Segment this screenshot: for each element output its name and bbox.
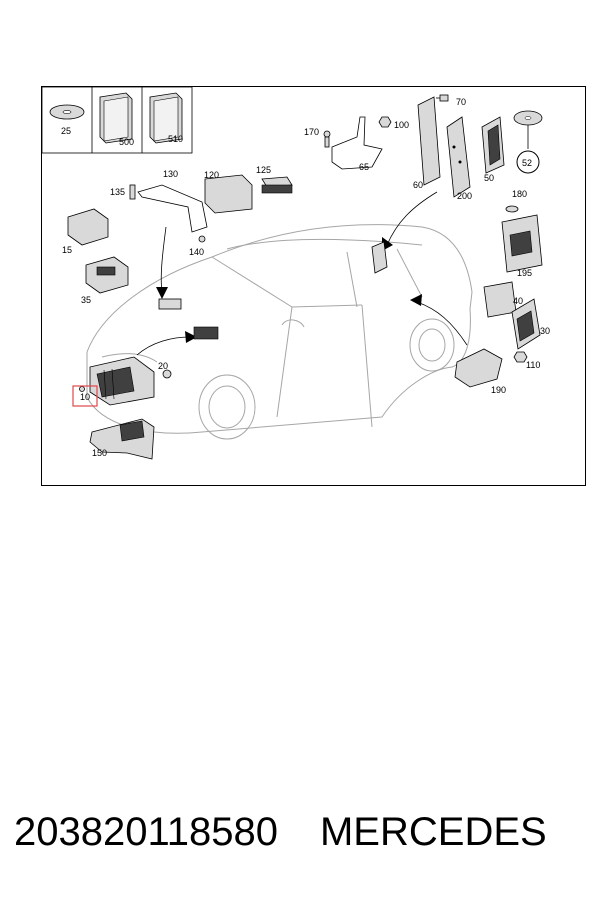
callout-125: 125 — [256, 165, 271, 175]
callout-190: 190 — [491, 385, 506, 395]
callout-40: 40 — [513, 296, 523, 306]
callout-180: 180 — [512, 189, 527, 199]
cd-disc-icon — [49, 104, 85, 120]
callout-10: 10 — [80, 392, 90, 402]
callout-10-highlight-box — [72, 385, 98, 407]
callout-15: 15 — [62, 245, 72, 255]
arrow-rear-module — [410, 294, 468, 346]
arrow-bracket — [156, 226, 182, 310]
callout-200: 200 — [457, 191, 472, 201]
callout-500: 500 — [119, 137, 134, 147]
callout-52: 52 — [522, 158, 532, 168]
legend-boxes — [42, 87, 193, 154]
arrow-connector — [136, 326, 219, 356]
callout-100: 100 — [394, 120, 409, 130]
callout-150: 150 — [92, 448, 107, 458]
callout-35: 35 — [81, 295, 91, 305]
callout-110: 110 — [526, 360, 540, 370]
parts-diagram-frame: 25 500 510 70 100 170 65 60 200 50 — [41, 86, 586, 486]
control-panel-group — [417, 96, 505, 198]
manual-booklet-icon — [99, 92, 133, 144]
callout-65: 65 — [359, 162, 369, 172]
callout-30: 30 — [540, 326, 550, 336]
car-outline — [86, 224, 473, 440]
callout-120: 120 — [204, 170, 219, 180]
callout-60: 60 — [413, 180, 423, 190]
callout-130: 130 — [163, 169, 178, 179]
navigation-disc — [513, 110, 543, 174]
parts-diagram: 25 500 510 70 100 170 65 60 200 50 — [42, 87, 550, 460]
lower-left-group — [79, 356, 172, 460]
bracket-assembly — [323, 94, 449, 170]
callout-25: 25 — [61, 126, 71, 136]
callout-195: 195 — [517, 268, 532, 278]
callout-140: 140 — [189, 247, 204, 257]
arrow-door-module — [371, 191, 438, 274]
part-number: 203820118580 — [14, 810, 278, 854]
manual-folder-icon — [149, 92, 183, 144]
right-module-group — [454, 205, 543, 388]
callout-170: 170 — [304, 127, 319, 137]
callout-50: 50 — [484, 173, 494, 183]
callout-20: 20 — [158, 361, 168, 371]
brand-name: MERCEDES — [319, 810, 547, 854]
caption-bar: 203820118580 MERCEDES — [14, 807, 594, 857]
left-module-group — [67, 174, 293, 294]
callout-70: 70 — [456, 97, 466, 107]
callout-510: 510 — [168, 134, 183, 144]
callout-135: 135 — [110, 187, 125, 197]
